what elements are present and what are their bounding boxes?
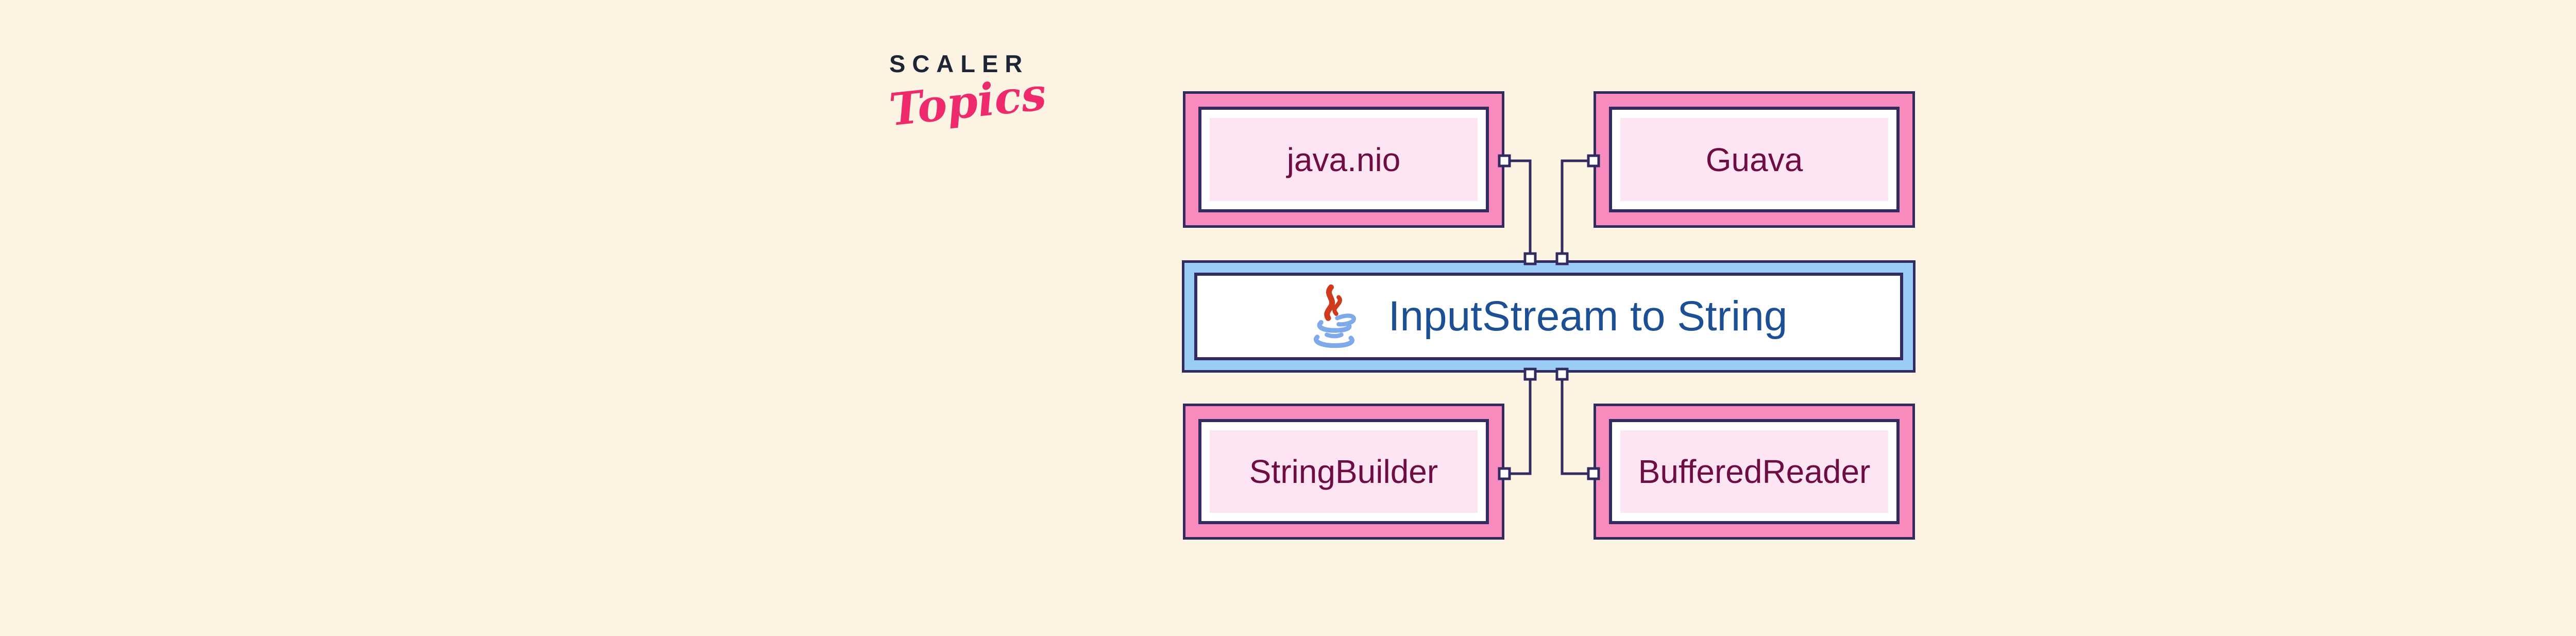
node-guava-label: Guava (1705, 141, 1803, 178)
node-java-nio-label: java.nio (1286, 141, 1401, 178)
node-stringbuilder-fill: StringBuilder (1210, 430, 1478, 513)
node-guava-inner: Guava (1609, 107, 1900, 212)
node-guava-fill: Guava (1620, 118, 1888, 201)
node-inputstream-inner: InputStream to String (1194, 273, 1903, 360)
node-bufferedreader-label: BufferedReader (1638, 453, 1871, 490)
node-java-nio: java.nio (1183, 91, 1504, 228)
node-java-nio-inner: java.nio (1198, 107, 1489, 212)
node-stringbuilder-inner: StringBuilder (1198, 419, 1489, 524)
node-inputstream-to-string: InputStream to String (1182, 260, 1916, 373)
node-java-nio-fill: java.nio (1210, 118, 1478, 201)
java-icon (1313, 284, 1356, 348)
node-inputstream-label: InputStream to String (1388, 293, 1788, 340)
scaler-topics-logo: SCALER Topics (887, 49, 1048, 136)
node-bufferedreader: BufferedReader (1594, 404, 1915, 540)
node-stringbuilder-label: StringBuilder (1249, 453, 1438, 490)
node-bufferedreader-inner: BufferedReader (1609, 419, 1900, 524)
node-bufferedreader-fill: BufferedReader (1620, 430, 1888, 513)
node-guava: Guava (1594, 91, 1915, 228)
logo-brand-text: SCALER (889, 50, 1029, 77)
logo-sub-text: Topics (887, 68, 1049, 137)
node-stringbuilder: StringBuilder (1183, 404, 1504, 540)
